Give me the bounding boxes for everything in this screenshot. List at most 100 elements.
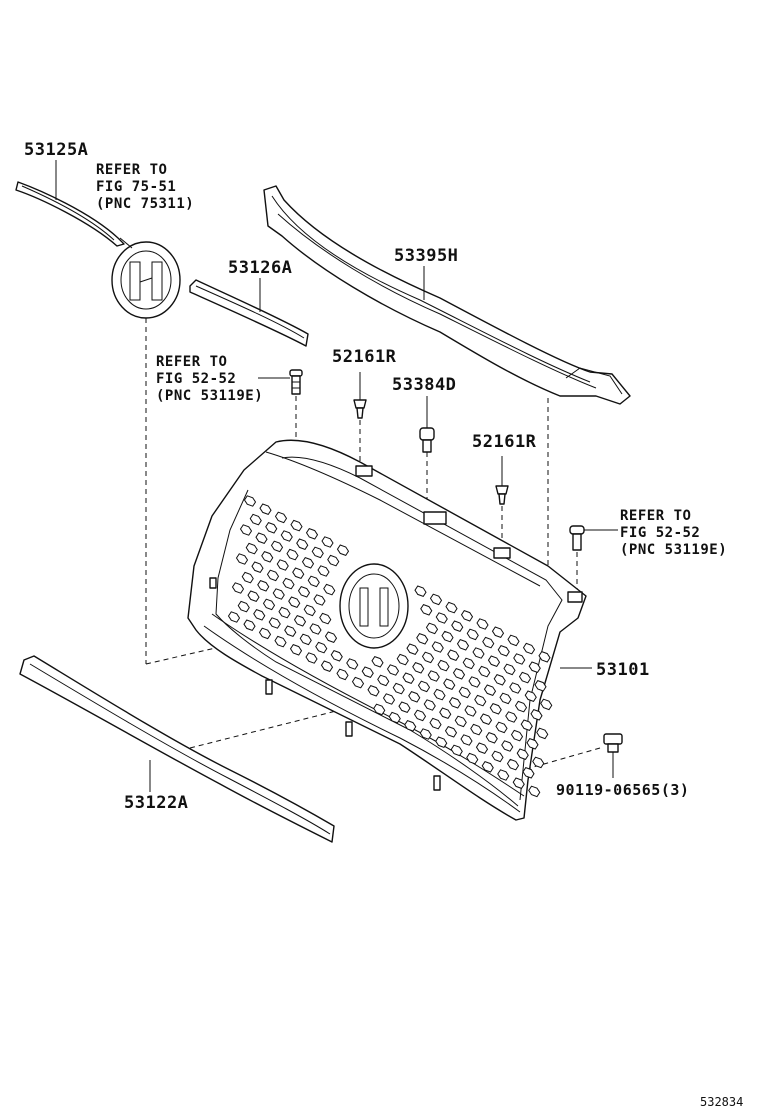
mesh-cell (448, 696, 462, 709)
mesh-cell (227, 611, 241, 623)
mesh-cell (445, 601, 458, 614)
label-53126A: 53126A (228, 258, 292, 278)
mesh-cell (258, 627, 272, 640)
mesh-cell (289, 643, 303, 656)
mesh-cell (520, 719, 533, 732)
clip-53119E-left (258, 369, 303, 395)
mesh-cell (536, 727, 549, 740)
mesh-cell (398, 701, 411, 714)
mesh-cell (257, 579, 270, 592)
mesh-cell (237, 600, 250, 613)
mesh-cell (296, 538, 309, 551)
mesh-cell (474, 694, 487, 707)
label-52161R-left: 52161R (332, 347, 397, 367)
mesh-cell (460, 609, 474, 622)
mesh-cell (421, 651, 435, 664)
mesh-cell (497, 769, 510, 781)
mesh-cell (479, 713, 493, 726)
mesh-cell (481, 760, 494, 773)
mesh-cell (336, 544, 350, 557)
mesh-cell (509, 682, 522, 694)
mesh-cell (245, 542, 258, 555)
mesh-cell (290, 519, 303, 532)
mesh-cell (491, 750, 504, 763)
mesh-cell (321, 536, 334, 548)
mesh-cell (433, 688, 446, 701)
ref-emblem-line3: (PNC 75311) (96, 196, 194, 212)
label-53384D: 53384D (392, 375, 456, 395)
mesh-cell (276, 559, 289, 571)
mesh-cell (435, 612, 448, 624)
mesh-cell (466, 628, 479, 641)
mesh-cell (476, 618, 489, 630)
mesh-cell (288, 596, 301, 609)
mesh-cell (534, 679, 547, 692)
mesh-cell (485, 731, 498, 744)
mesh-cell (241, 571, 254, 584)
ref-left-clip-line2: FIG 52-52 (156, 371, 236, 387)
mesh-cell (451, 620, 464, 633)
mesh-cell (475, 742, 489, 755)
mesh-cell (272, 588, 285, 600)
mesh-cell (313, 594, 326, 606)
mesh-cell (402, 672, 415, 685)
mesh-cell (255, 532, 268, 545)
label-90119: 90119-06565(3) (556, 781, 689, 799)
mesh-cell (243, 619, 256, 632)
mesh-cell (367, 684, 380, 697)
mesh-cell (478, 665, 491, 678)
mesh-cell (447, 649, 460, 662)
mesh-cell (386, 664, 400, 676)
mesh-cell (351, 676, 365, 689)
mesh-cell (450, 744, 463, 757)
clip-52161R-left (353, 372, 367, 419)
mesh-cell (330, 649, 343, 662)
mesh-cell (429, 593, 443, 606)
mesh-cell (538, 650, 551, 663)
label-53125A: 53125A (24, 140, 88, 160)
mesh-cell (419, 728, 432, 740)
mesh-cell (427, 670, 440, 682)
mesh-cell (501, 740, 514, 752)
mesh-cell (452, 667, 466, 680)
mesh-cell (482, 636, 495, 649)
label-53395H: 53395H (394, 246, 458, 266)
mesh-cell (425, 622, 439, 635)
mesh-cell (247, 590, 260, 603)
mesh-cell (443, 678, 456, 691)
mesh-cell (460, 734, 473, 746)
ref-emblem-line1: REFER TO (96, 162, 167, 178)
mesh-cell (487, 655, 501, 668)
emblem-part (111, 237, 181, 319)
ref-right-clip-line2: FIG 52-52 (620, 525, 700, 541)
mesh-cell (413, 709, 427, 722)
mesh-cell (524, 690, 537, 703)
bolt-90119 (603, 733, 623, 778)
mesh-cell (489, 702, 502, 715)
label-53101: 53101 (596, 660, 650, 680)
grille-mesh (227, 495, 553, 798)
mesh-cell (530, 708, 543, 721)
mesh-cell (305, 652, 318, 664)
mesh-cell (466, 752, 479, 765)
mesh-cell (278, 606, 291, 619)
mesh-cell (406, 643, 419, 656)
mesh-cell (518, 671, 532, 684)
mesh-cell (444, 725, 458, 738)
mesh-cell (301, 556, 315, 569)
mesh-cell (540, 698, 553, 711)
mesh-cell (429, 717, 442, 730)
ref-right-clip-line1: REFER TO (620, 508, 691, 524)
mesh-cell (274, 635, 287, 648)
mesh-cell (266, 569, 280, 582)
molding-53126A (189, 278, 309, 347)
mesh-cell (303, 604, 316, 617)
mesh-cell (505, 711, 518, 723)
mesh-cell (297, 585, 311, 598)
mesh-cell (483, 684, 497, 697)
mesh-cell (361, 666, 374, 679)
mesh-cell (251, 561, 264, 574)
ref-left-clip-line3: (PNC 53119E) (156, 388, 263, 404)
mesh-cell (262, 598, 276, 611)
mesh-cell (441, 630, 454, 643)
